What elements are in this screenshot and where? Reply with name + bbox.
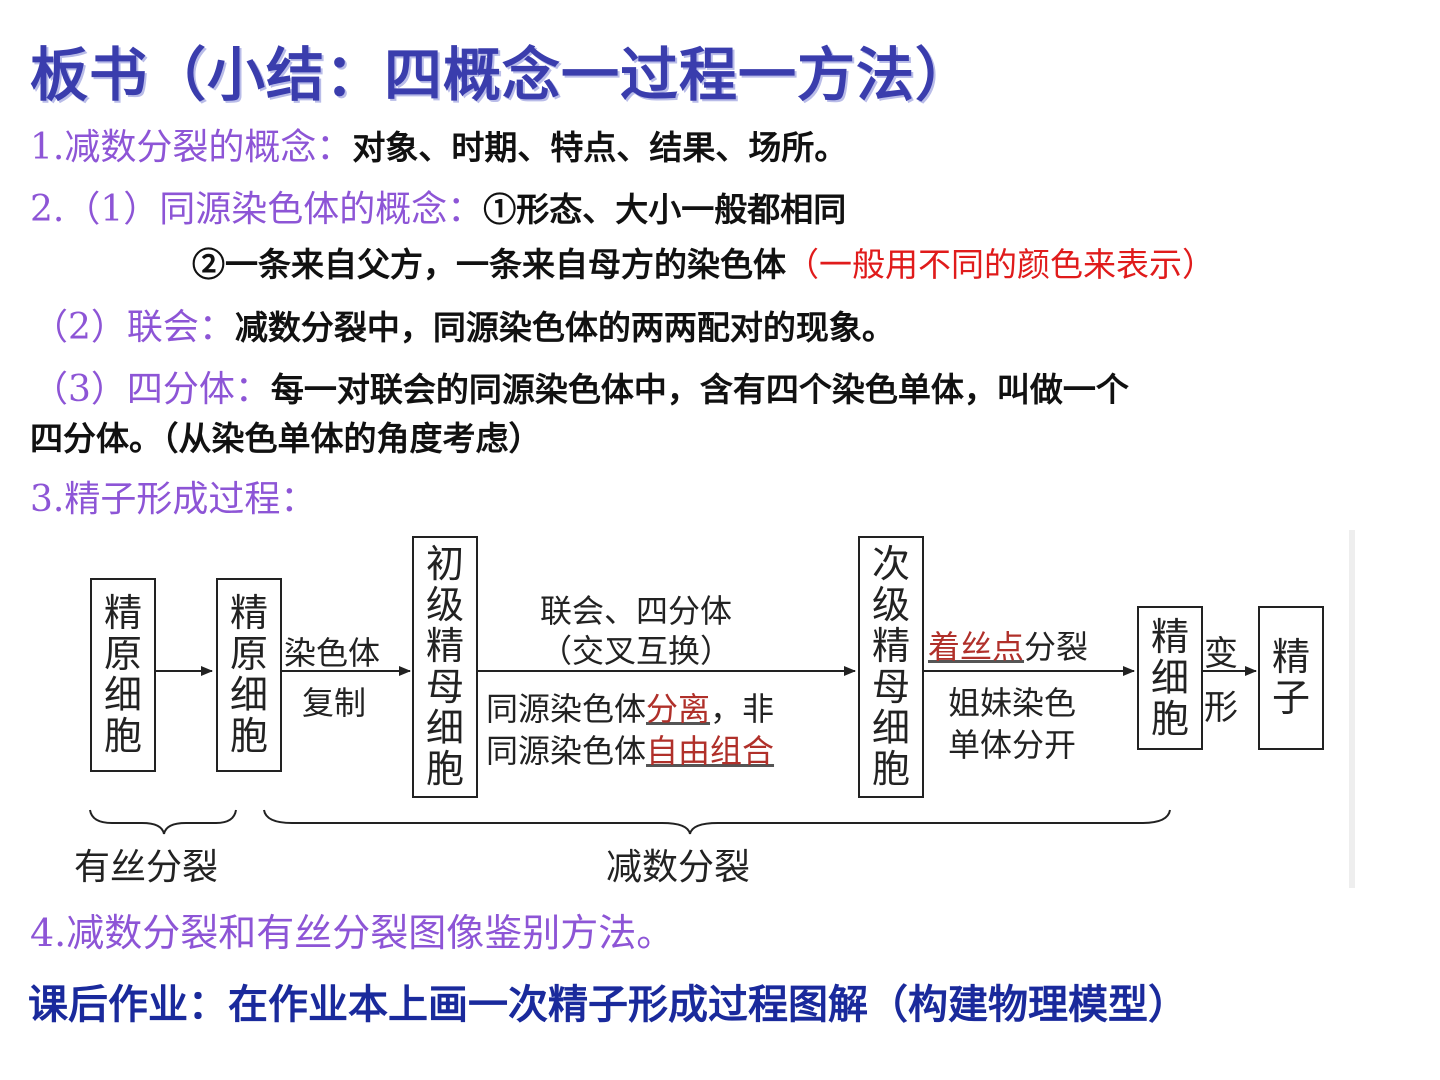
box6-char: 子 <box>1271 676 1310 720</box>
box2-char: 精 <box>229 591 268 635</box>
item-2-text2-red: （一般用不同的颜色来表示） <box>786 245 1215 284</box>
item-2-text2: ②一条来自父方，一条来自母方的染色体 <box>192 245 786 284</box>
arrow-4-top-label: 着丝点分裂 <box>928 622 1088 668</box>
diagram-lines <box>89 666 1257 835</box>
item-2-3-text: 每一对联会的同源染色体中，含有四个染色单体，叫做一个 <box>270 370 1129 409</box>
page-title: 板书（小结：四概念一过程一方法） <box>30 41 975 109</box>
box-sperm: 精 子 <box>1258 606 1324 750</box>
item-2-label: 2.（1）同源染色体的概念： <box>30 189 484 230</box>
brace-mitosis <box>89 809 237 835</box>
item-2-2-label: （2）联会： <box>32 307 235 348</box>
arrow-3-bottom-label-2: 同源染色体自由组合 <box>486 726 774 772</box>
brace-meiosis <box>263 809 1171 835</box>
box2-char: 胞 <box>229 714 268 758</box>
box3-char: 母 <box>425 665 464 709</box>
item-2-3-text-cont: 四分体。（从染色单体的角度考虑） <box>30 419 542 458</box>
arrow-3-b1-red: 分离 <box>646 690 711 728</box>
box1-char: 精 <box>103 591 142 635</box>
item-2-3-label: （3）四分体： <box>32 369 271 410</box>
box5-char: 胞 <box>1150 696 1189 741</box>
item-2-line2: ②一条来自父方，一条来自母方的染色体（一般用不同的颜色来表示） <box>192 238 1215 286</box>
item-2: 2.（1）同源染色体的概念：①形态、大小一般都相同 <box>30 180 846 232</box>
box4-char: 细 <box>871 706 910 750</box>
item-2-text1: ①形态、大小一般都相同 <box>483 190 847 229</box>
arrow-3-top-label-2: （交叉互换） <box>540 632 733 670</box>
brace-mitosis-label: 有丝分裂 <box>74 847 219 888</box>
homework-text: 课后作业：在作业本上画一次精子形成过程图解（构建物理模型） <box>28 982 1188 1028</box>
box-secondary-spermatocyte: 次 级 精 母 细 胞 <box>858 536 924 798</box>
arrow-2-bottom-label: 复制 <box>302 684 367 722</box>
item-2-3: （3）四分体：每一对联会的同源染色体中，含有四个染色单体，叫做一个 <box>32 360 1129 412</box>
item-2-2: （2）联会：减数分裂中，同源染色体的两两配对的现象。 <box>32 298 895 350</box>
box1-char: 细 <box>103 673 142 717</box>
item-2-3-cont: 四分体。（从染色单体的角度考虑） <box>30 412 542 460</box>
item-4-label: 4.减数分裂和有丝分裂图像鉴别方法。 <box>30 911 675 955</box>
item-1-label: 1.减数分裂的概念： <box>30 127 353 168</box>
box-primary-spermatocyte: 初 级 精 母 细 胞 <box>412 536 478 798</box>
arrow-4-bottom-label-2: 单体分开 <box>948 726 1077 764</box>
arrow-3-b2-a: 同源染色体 <box>486 732 647 770</box>
box4-char: 精 <box>871 624 910 668</box>
box-spermatid: 精 细 胞 <box>1137 606 1203 750</box>
box3-char: 细 <box>425 706 464 750</box>
arrow-4-top-red: 着丝点 <box>928 628 1025 666</box>
item-4: 4.减数分裂和有丝分裂图像鉴别方法。 <box>30 902 674 957</box>
box3-char: 初 <box>425 542 464 586</box>
box2-char: 原 <box>229 632 268 676</box>
box-spermatogonium-2: 精 原 细 胞 <box>216 578 282 772</box>
arrow-2-top-label: 染色体 <box>284 634 381 672</box>
item-3-label: 3.精子形成过程： <box>30 479 317 520</box>
box1-char: 胞 <box>103 714 142 758</box>
box3-char: 胞 <box>425 747 464 791</box>
arrow-3-b2-red: 自由组合 <box>646 732 775 770</box>
box4-char: 胞 <box>871 747 910 791</box>
box1-char: 原 <box>103 632 142 676</box>
box6-char: 精 <box>1271 635 1310 679</box>
brace-meiosis-label: 减数分裂 <box>606 847 751 888</box>
box5-char: 精 <box>1150 614 1189 659</box>
arrow-5-bottom-label: 形 <box>1204 688 1238 728</box>
item-3: 3.精子形成过程： <box>30 470 316 522</box>
arrow-3-bottom-label-1: 同源染色体分离，非 <box>486 684 774 730</box>
box5-char: 细 <box>1150 655 1189 700</box>
arrow-5-top-label: 变 <box>1204 634 1238 674</box>
box4-char: 级 <box>871 583 910 627</box>
box4-char: 母 <box>871 665 910 709</box>
box-spermatogonium-1: 精 原 细 胞 <box>90 578 156 772</box>
item-2-2-text: 减数分裂中，同源染色体的两两配对的现象。 <box>234 308 895 347</box>
arrow-4-top-b: 分裂 <box>1024 628 1089 666</box>
arrow-3-top-label-1: 联会、四分体 <box>540 592 733 630</box>
box3-char: 精 <box>425 624 464 668</box>
box2-char: 细 <box>229 673 268 717</box>
box3-char: 级 <box>425 583 464 627</box>
arrow-3-b1-b: ，非 <box>710 690 775 728</box>
arrow-3-b1-a: 同源染色体 <box>486 690 647 728</box>
item-1-text: 对象、时期、特点、结果、场所。 <box>352 128 848 167</box>
item-1: 1.减数分裂的概念：对象、时期、特点、结果、场所。 <box>30 118 847 170</box>
spermatogenesis-diagram: 精 原 细 胞 精 原 细 胞 染色体 复制 初 级 精 母 细 胞 联会、四分… <box>62 530 1355 888</box>
box4-char: 次 <box>871 542 910 586</box>
arrow-4-bottom-label-1: 姐妹染色 <box>948 684 1077 722</box>
